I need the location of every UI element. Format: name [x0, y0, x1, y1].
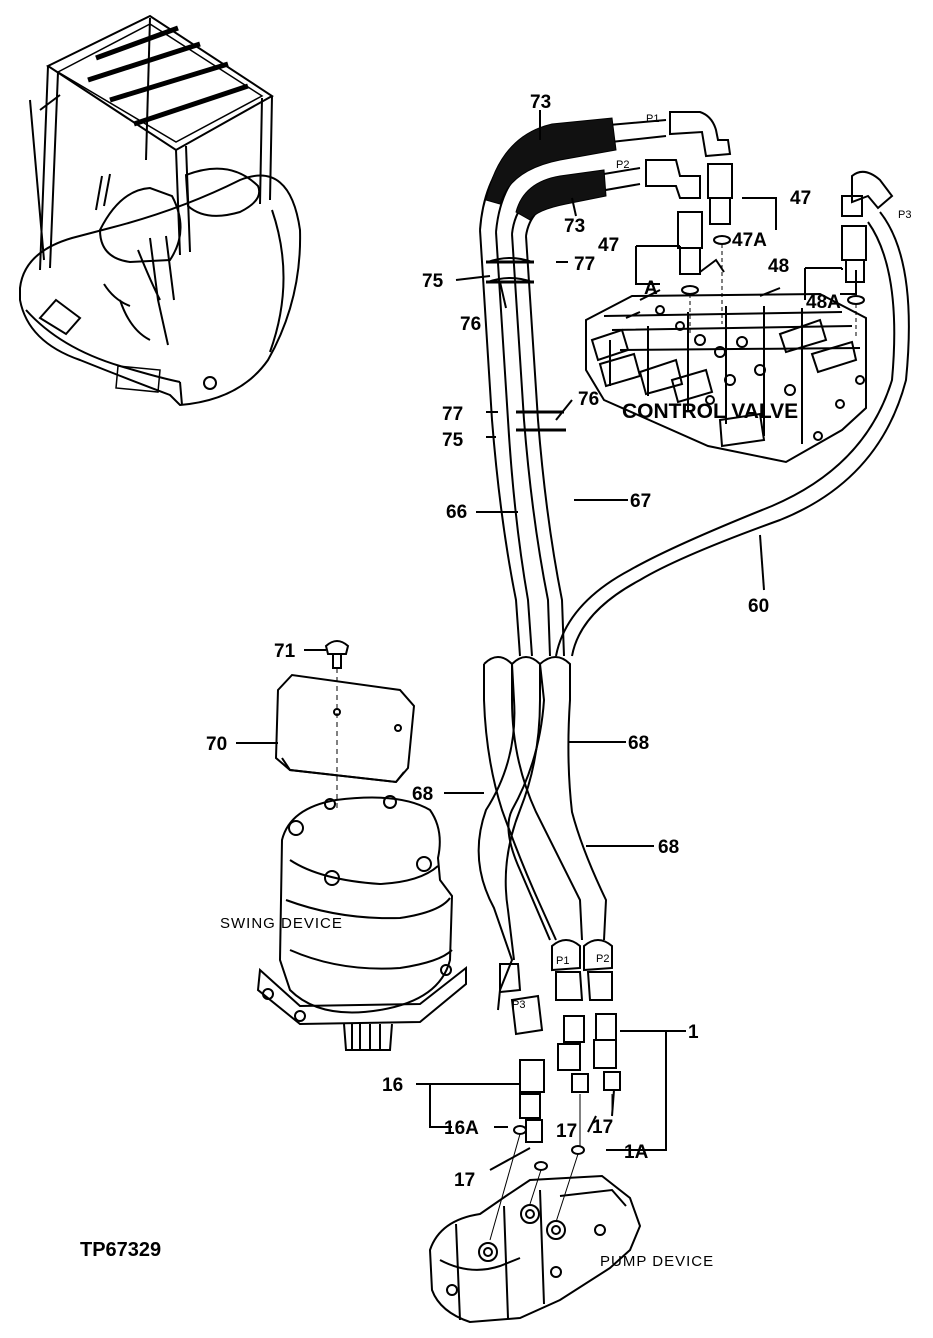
callout-47-left: 47 — [598, 235, 619, 256]
callout-1a: 1A — [624, 1142, 649, 1163]
port-p1-bottom: P1 — [556, 955, 569, 967]
swing-device-label: SWING DEVICE — [220, 915, 343, 932]
callout-68-right: 68 — [628, 733, 649, 754]
callout-68-lower: 68 — [658, 837, 679, 858]
callout-73-mid: 73 — [564, 216, 585, 237]
port-p1-top: P1 — [646, 113, 659, 125]
callout-48a: 48A — [806, 292, 841, 313]
callout-71: 71 — [274, 641, 296, 662]
swing-device-drawing — [256, 640, 467, 1051]
callout-76-top: 76 — [460, 314, 481, 335]
callout-1: 1 — [688, 1022, 699, 1043]
callout-60: 60 — [748, 596, 769, 617]
labels: 73 73 47 47 47A 48 48A A 75 76 77 77 75 … — [80, 92, 911, 1270]
valve-fittings — [645, 111, 894, 336]
callout-17-b: 17 — [592, 1117, 613, 1138]
control-valve-label: CONTROL VALVE — [622, 400, 798, 423]
callout-66: 66 — [446, 502, 467, 523]
control-valve-drawing — [585, 287, 867, 464]
excavator-cab-illustration — [19, 14, 302, 407]
callout-67: 67 — [630, 491, 651, 512]
callout-68-left: 68 — [412, 784, 433, 805]
callout-a: A — [644, 278, 658, 299]
callout-70: 70 — [206, 734, 227, 755]
callout-75-mid: 75 — [442, 430, 464, 451]
port-p3-bottom: P3 — [512, 999, 525, 1011]
callout-77-mid: 77 — [442, 404, 463, 425]
callout-47a: 47A — [732, 230, 767, 251]
callout-77-top: 77 — [574, 254, 595, 275]
port-p2-top: P2 — [616, 159, 629, 171]
figure-id: TP67329 — [80, 1239, 161, 1261]
callout-17-a: 17 — [556, 1121, 577, 1142]
callout-76-mid: 76 — [578, 389, 599, 410]
callout-48: 48 — [768, 256, 789, 277]
pump-device-drawing — [428, 1013, 642, 1324]
port-p2-bottom: P2 — [596, 953, 609, 965]
callout-47-right: 47 — [790, 188, 811, 209]
callout-16: 16 — [382, 1075, 403, 1096]
port-p3-top: P3 — [898, 209, 911, 221]
leader-lines — [236, 110, 857, 1171]
callout-16a: 16A — [444, 1118, 479, 1139]
callout-17-c: 17 — [454, 1170, 475, 1191]
callout-73-top: 73 — [530, 92, 551, 113]
callout-75-top: 75 — [422, 271, 444, 292]
pump-device-label: PUMP DEVICE — [600, 1253, 714, 1270]
hose-bundle — [477, 117, 910, 1036]
